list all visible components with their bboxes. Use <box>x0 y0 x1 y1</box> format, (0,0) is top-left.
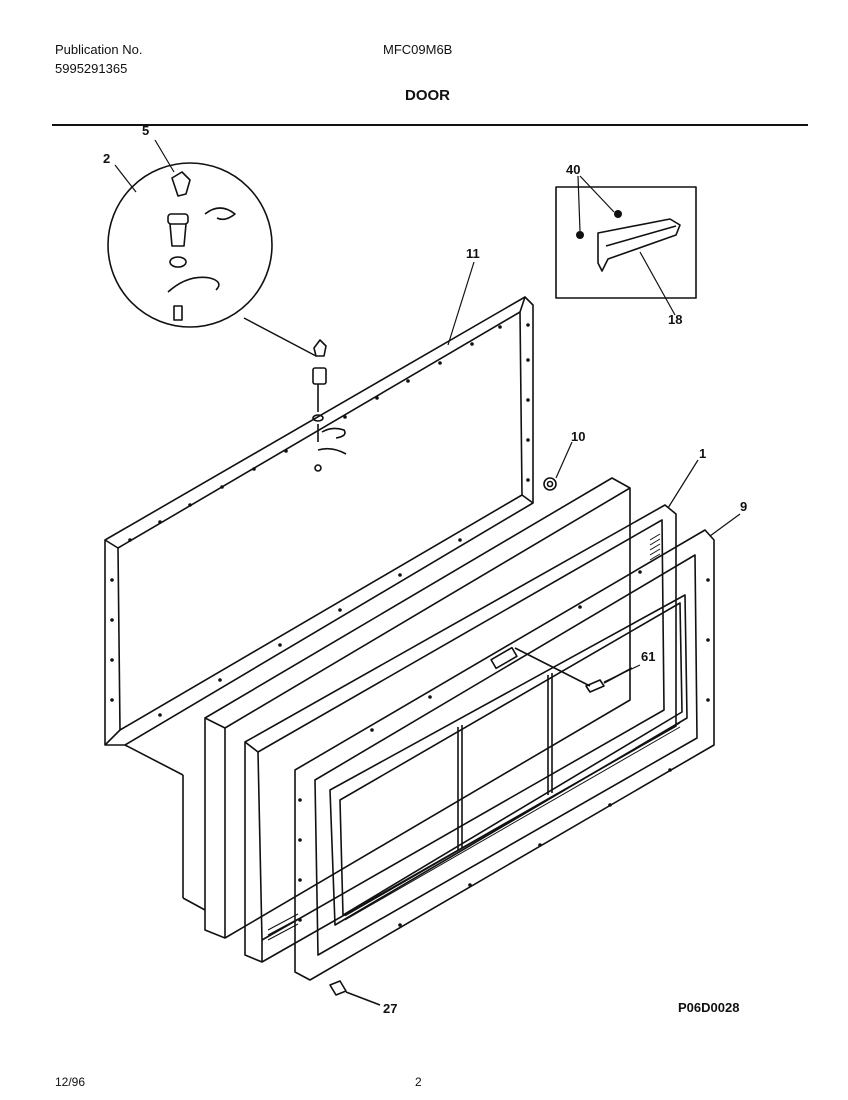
outer-door-panel-9 <box>294 529 715 981</box>
model-number: MFC09M6B <box>383 42 453 57</box>
callout-27: 27 <box>383 1001 397 1016</box>
plug-10 <box>543 477 557 491</box>
hinge-parts-exploded <box>312 339 347 472</box>
header-rule <box>52 124 808 126</box>
hinge-detail-circle <box>107 162 317 357</box>
inner-door-panel-11 <box>104 296 534 746</box>
callout-10: 10 <box>571 429 585 444</box>
callout-11: 11 <box>466 246 480 261</box>
callout-2: 2 <box>103 151 110 166</box>
callout-5: 5 <box>142 123 149 138</box>
back-wall-lines <box>124 744 206 911</box>
callout-40: 40 <box>566 162 580 177</box>
callout-1: 1 <box>699 446 706 461</box>
handle-detail-box <box>555 186 697 299</box>
page-title: DOOR <box>405 87 450 104</box>
page-number: 2 <box>415 1075 422 1089</box>
breaker-frame-1 <box>244 504 677 963</box>
publication-number: 5995291365 <box>55 61 128 76</box>
leader-lines <box>114 139 741 683</box>
callout-61: 61 <box>641 649 655 664</box>
callout-9: 9 <box>740 499 747 514</box>
publication-label: Publication No. <box>55 42 143 57</box>
insulation-block <box>204 477 631 939</box>
screw-27 <box>329 980 381 1006</box>
latch-61 <box>514 647 633 693</box>
diagram-code: P06D0028 <box>678 1000 740 1015</box>
footer-date: 12/96 <box>55 1075 86 1089</box>
callout-18: 18 <box>668 312 682 327</box>
